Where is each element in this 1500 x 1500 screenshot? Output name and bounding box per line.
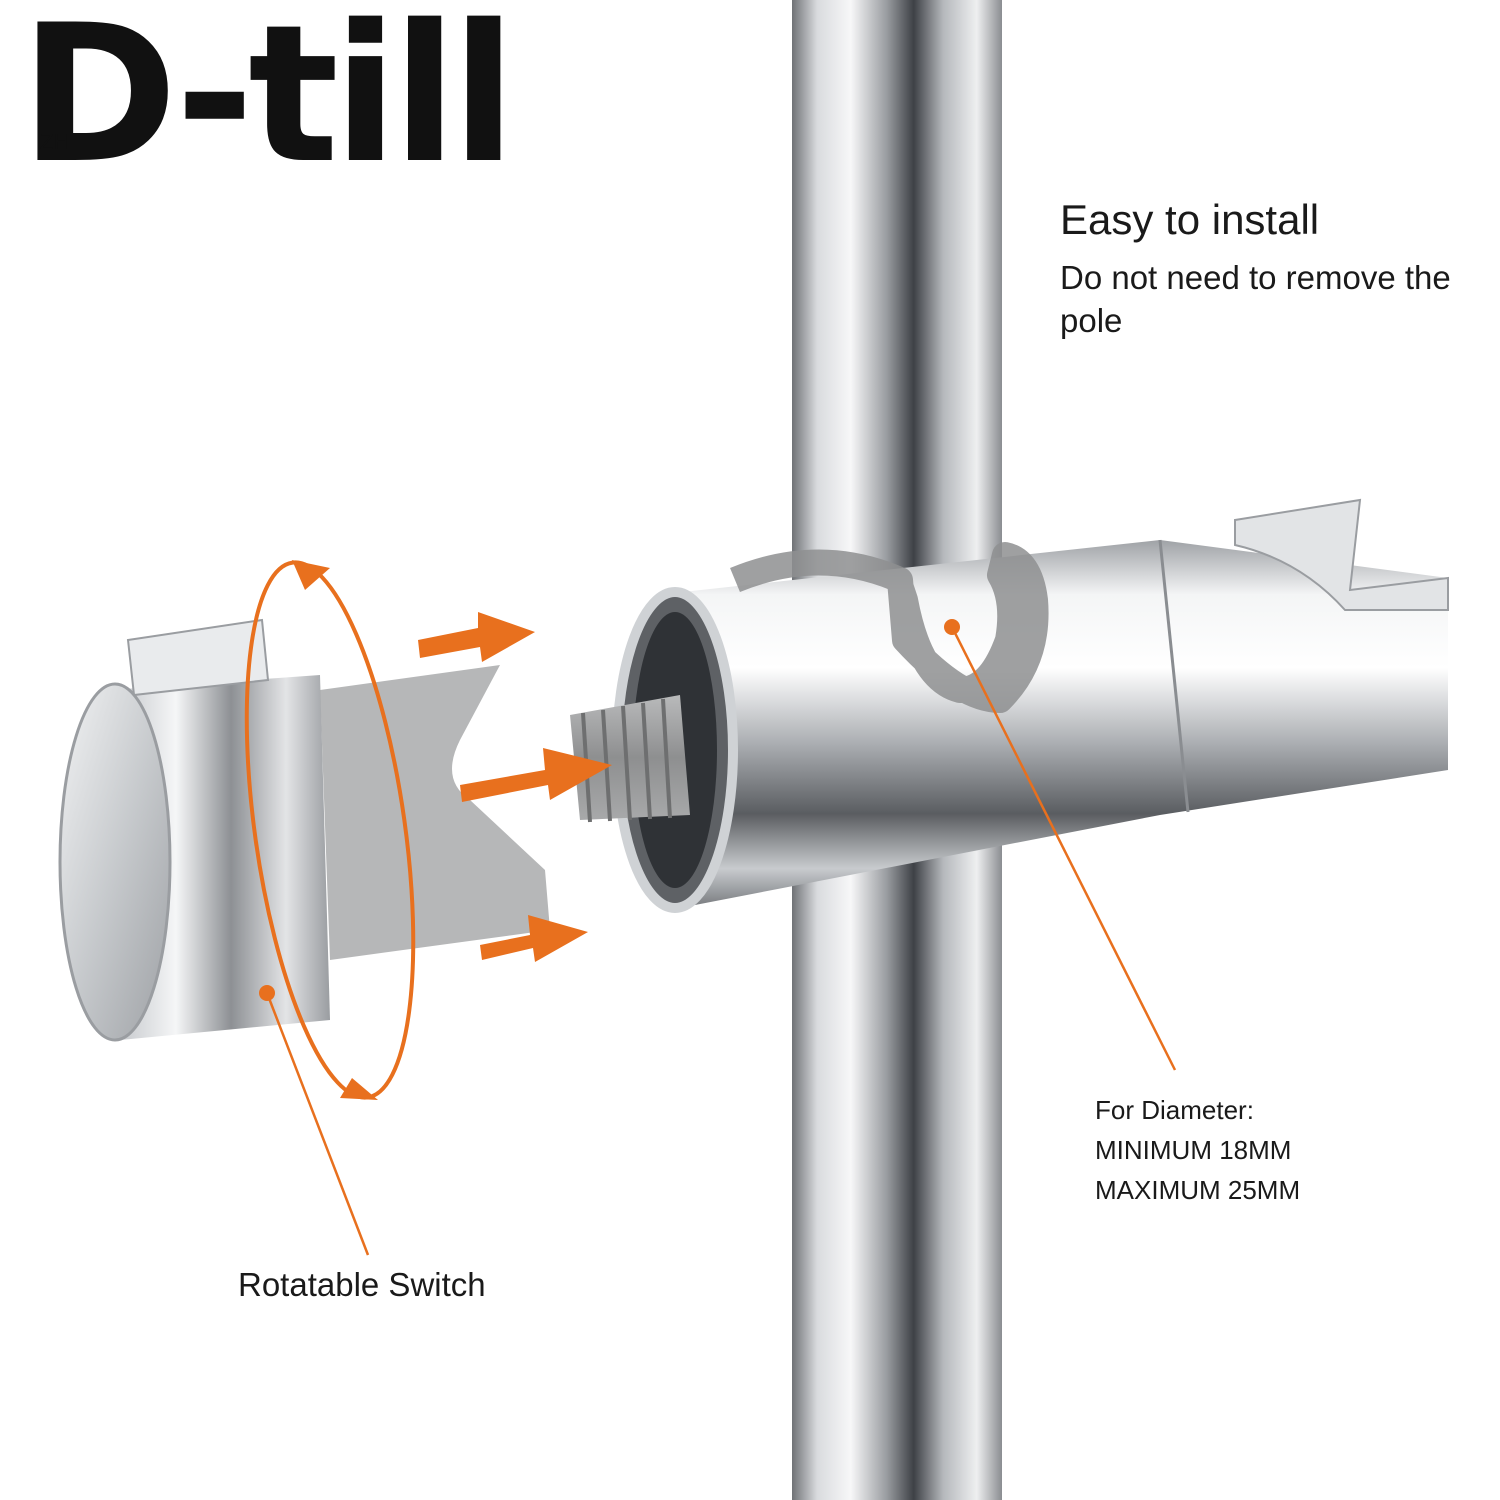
switch-label: Rotatable Switch — [238, 1266, 486, 1303]
switch-tab — [126, 618, 270, 697]
spec-maximum: MAXIMUM 25MM — [1095, 1175, 1301, 1205]
rotatable-switch — [58, 618, 550, 1042]
threaded-plug — [570, 695, 690, 823]
arrow-right-icon — [418, 612, 535, 662]
diameter-spec: For Diameter: MINIMUM 18MM MAXIMUM 25MM — [1095, 1090, 1300, 1210]
switch-sleeve — [320, 665, 550, 960]
arrow-right-icon — [480, 915, 588, 962]
arrow-right-icon — [460, 748, 612, 802]
insert-arrows — [418, 612, 612, 962]
spec-minimum: MINIMUM 18MM — [1095, 1135, 1292, 1165]
feature-subtext: Do not need to remove the pole — [1060, 259, 1451, 339]
spec-title: For Diameter: — [1095, 1095, 1254, 1125]
rubber-strap — [730, 542, 1049, 713]
switch-face — [58, 682, 172, 1042]
switch-callout-line — [265, 992, 370, 1256]
diameter-callout-line — [950, 626, 1177, 1071]
handset-cradle — [1234, 498, 1449, 611]
feature-heading: Easy to install — [1060, 196, 1320, 243]
brand-logo: D-till — [20, 0, 516, 205]
brand-mark: ZH — [40, 130, 69, 154]
